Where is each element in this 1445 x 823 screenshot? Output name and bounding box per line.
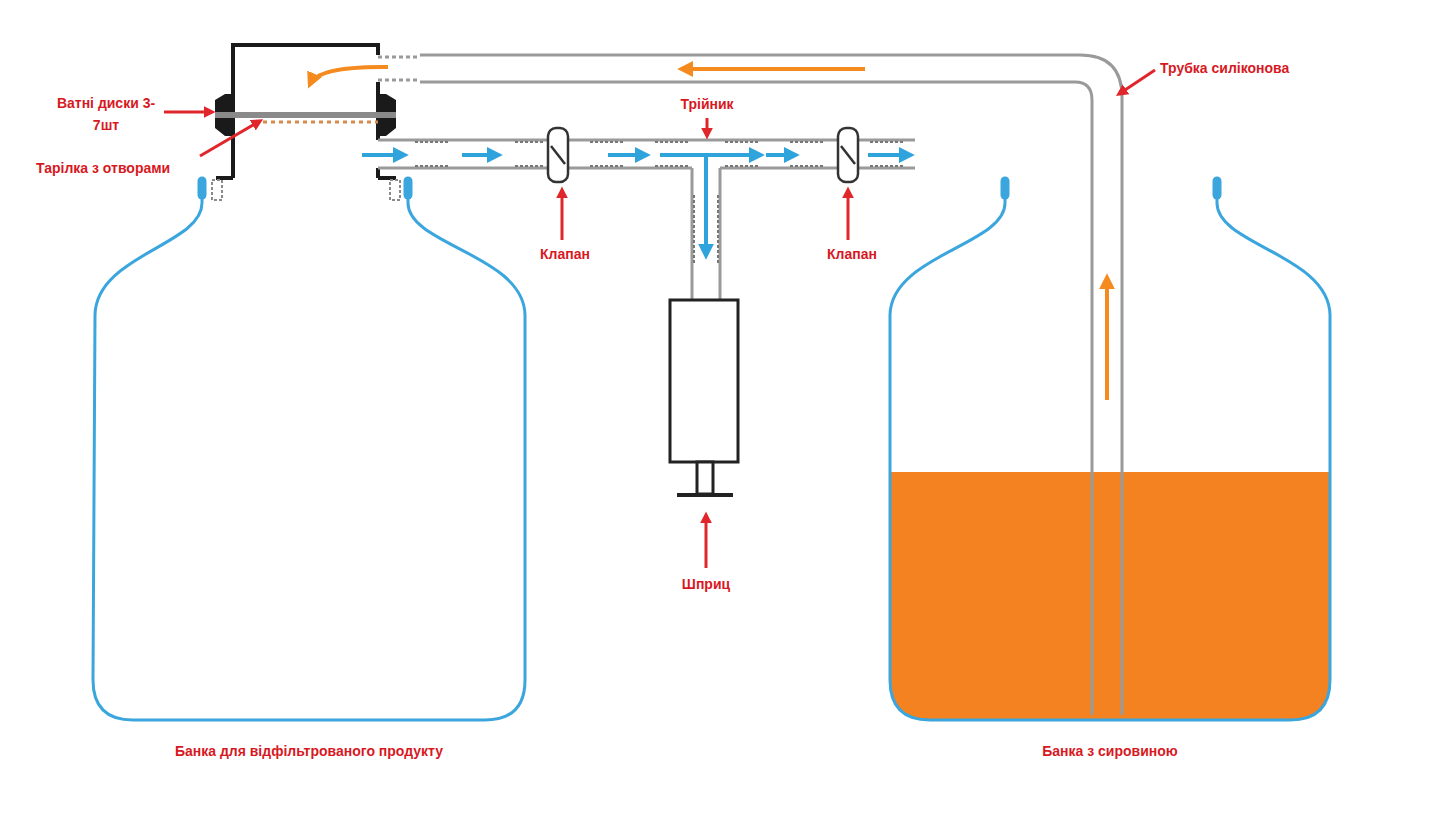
flow-arrow [608, 153, 646, 157]
filter-housing [233, 45, 378, 178]
flow-arrow [682, 67, 865, 71]
jar-outline [88, 175, 530, 769]
syringe-body [670, 300, 738, 462]
syringe-plunger [697, 462, 713, 494]
leader-arrow [1119, 70, 1155, 94]
valve-symbol [551, 146, 565, 164]
flow-arrow [310, 67, 388, 84]
leader-arrow [705, 515, 708, 568]
perforated-plate [215, 112, 396, 118]
flow-arrow [868, 153, 910, 157]
flow-arrow [362, 153, 404, 157]
jar-node: Банка з сировиною [886, 175, 1334, 769]
valve-symbol [548, 128, 568, 182]
thread [415, 142, 905, 166]
plate-holes [255, 121, 378, 124]
valve-symbol [838, 128, 858, 182]
part-label: Ватні диски 3-7шт [50, 92, 162, 136]
jar-neck [404, 181, 413, 195]
syringe-plunger [677, 493, 733, 497]
leader-arrow [847, 190, 850, 240]
outlet-tube [378, 167, 915, 170]
flow-arrow [766, 153, 795, 157]
part-label: Клапан [540, 243, 590, 265]
valve-symbol [841, 146, 855, 164]
leader-arrow [561, 190, 564, 240]
jar-node: Банка для відфільтрованого продукту [88, 175, 530, 769]
filter-housing [378, 176, 396, 180]
leader-arrow [164, 111, 212, 114]
leader-arrow [200, 121, 260, 156]
neck-fitting [212, 180, 222, 200]
flow-arrow [660, 153, 760, 157]
jar-neck [1213, 181, 1222, 195]
jar-outline [890, 183, 1330, 720]
neck-fitting [390, 180, 400, 200]
flow-arrow [704, 155, 708, 255]
silicone-tube [420, 82, 1092, 715]
jar-neck [198, 181, 207, 195]
flow-arrow [462, 153, 498, 157]
part-label: Клапан [827, 243, 877, 265]
leader-arrow [706, 118, 709, 136]
jar-outline [886, 175, 1334, 769]
flow-arrow [1105, 278, 1109, 400]
outlet-tube [378, 139, 915, 142]
jar-caption: Банка для відфільтрованого продукту [88, 741, 530, 761]
jar-caption: Банка з сировиною [886, 741, 1334, 761]
part-label: Тарілка з отворами [36, 157, 170, 179]
raw-liquid [890, 472, 1330, 720]
part-label: Шприц [682, 573, 730, 595]
jar-neck [1001, 181, 1010, 195]
jar-outline [93, 183, 525, 720]
part-label: Трубка силіконова [1160, 57, 1289, 79]
part-label: Трійник [680, 93, 733, 115]
